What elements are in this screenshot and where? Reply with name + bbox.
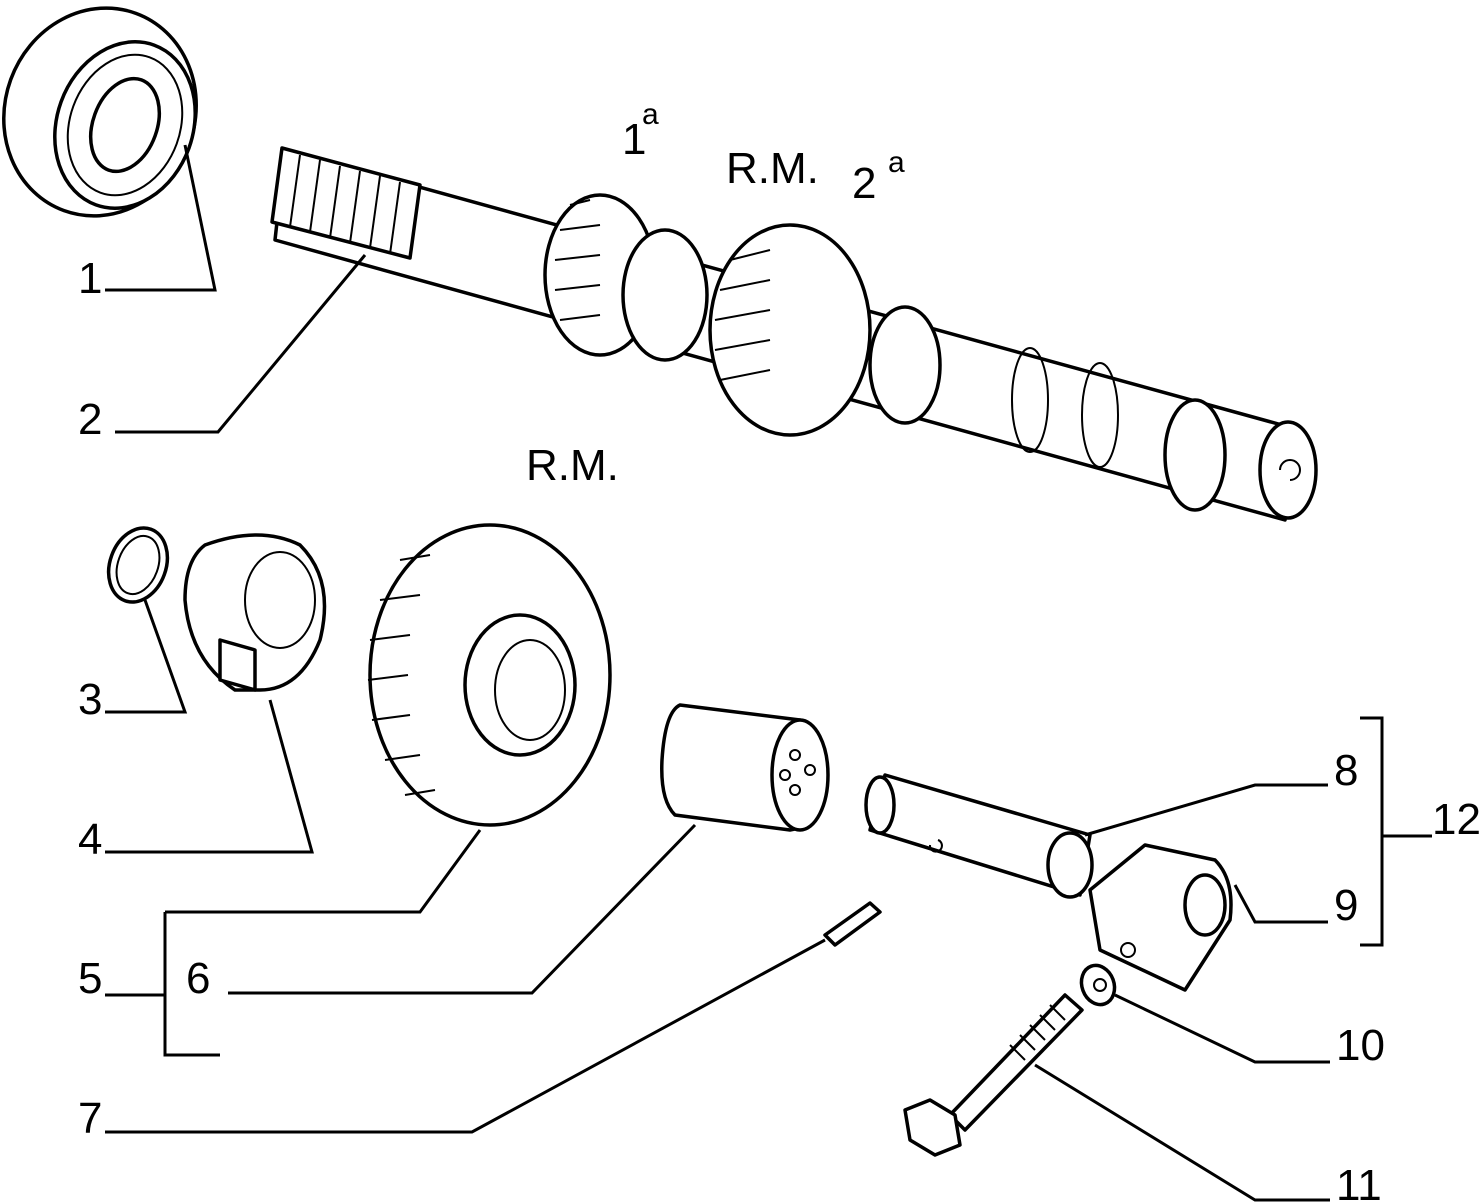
main-shaft-part [270,146,1318,522]
callout-11: 11 [1336,1161,1382,1204]
idler-shaft-part [864,773,1094,899]
gear-label-first-sup: a [642,98,659,131]
callout-9: 9 [1334,881,1358,930]
bolt-part [903,993,1084,1157]
callout-6: 6 [186,954,210,1003]
callout-10: 10 [1336,1021,1385,1070]
pin-part [823,901,882,947]
leader-lines [105,144,1432,1202]
gear-label-first: 1 [622,115,646,164]
callout-labels: 1 2 3 4 5 6 7 8 9 10 11 12 [78,254,1481,1204]
washer-part [1079,963,1117,1007]
gear-label-reverse-gear: R.M. [526,441,619,490]
needle-bearing-part [660,703,830,832]
gear-label-reverse-top: R.M. [726,144,819,193]
gear-labels: 1 a R.M. 2 a R.M. [526,98,905,490]
callout-3: 3 [78,675,102,724]
gear-label-second: 2 [852,159,876,208]
callout-12: 12 [1432,795,1481,844]
thrust-washer-part [183,533,327,692]
callout-5: 5 [78,954,102,1003]
support-bracket-part [1088,843,1233,992]
callout-7: 7 [78,1094,102,1143]
reverse-gear-part [367,523,612,827]
gear-label-second-sup: a [888,146,905,179]
callout-2: 2 [78,395,102,444]
snap-ring-part [106,526,170,604]
bearing-part [2,6,198,218]
callout-4: 4 [78,815,102,864]
callout-1: 1 [78,254,102,303]
callout-8: 8 [1334,746,1358,795]
